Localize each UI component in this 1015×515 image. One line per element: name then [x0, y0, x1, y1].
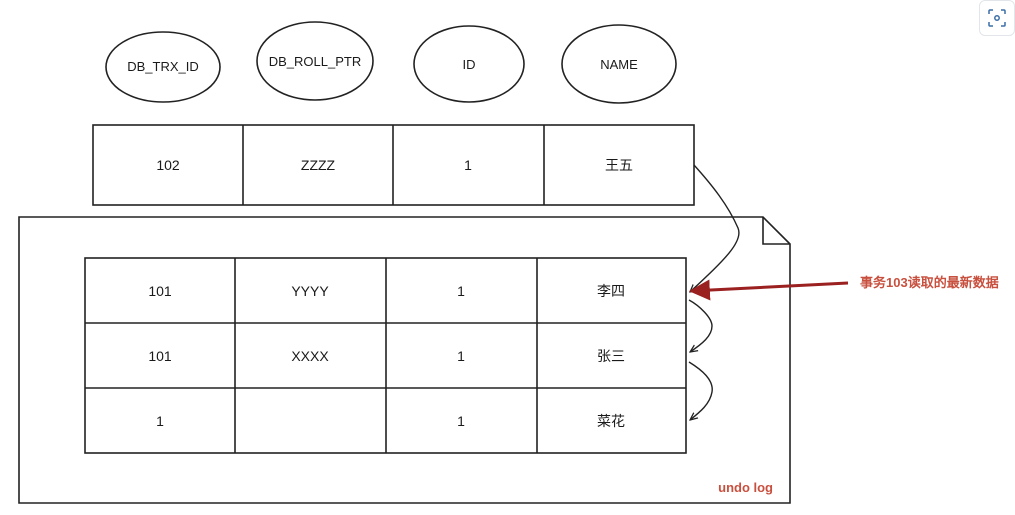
roll-pointer-arrow-3	[688, 361, 713, 420]
roll-pointer-arrow-2	[688, 299, 713, 352]
undo-cell-trx-id: 101	[148, 283, 172, 299]
undo-table: 101 YYYY 1 李四 101 XXXX 1 张三 1 1 菜花	[84, 257, 687, 454]
current-cell-name: 王五	[605, 157, 633, 173]
focus-scan-icon[interactable]	[979, 0, 1015, 36]
undo-cell-id: 1	[457, 348, 465, 364]
undo-cell-name: 菜花	[597, 413, 625, 429]
header-fields: DB_TRX_ID DB_ROLL_PTR ID NAME	[105, 21, 677, 104]
undo-cell-id: 1	[457, 283, 465, 299]
undo-cell-name: 李四	[597, 283, 625, 299]
header-ellipse-id	[413, 25, 525, 103]
header-label-name: NAME	[600, 57, 638, 72]
current-cell-id: 1	[464, 157, 472, 173]
undo-log-label: undo log	[718, 480, 773, 495]
annotation-arrow	[688, 279, 849, 301]
current-cell-trx-id: 102	[156, 157, 180, 173]
annotation-label: 事务103读取的最新数据	[860, 275, 999, 290]
roll-pointer-chain	[688, 164, 740, 420]
current-cell-roll-ptr: ZZZZ	[301, 157, 336, 173]
table-row: 1 1 菜花	[156, 413, 625, 429]
table-row: 101 YYYY 1 李四	[148, 283, 625, 299]
undo-cell-trx-id: 101	[148, 348, 172, 364]
current-row: 102 ZZZZ 1 王五	[92, 124, 695, 206]
undo-cell-roll-ptr: YYYY	[291, 283, 329, 299]
undo-cell-trx-id: 1	[156, 413, 164, 429]
header-label-id: ID	[463, 57, 476, 72]
header-label-db-trx-id: DB_TRX_ID	[127, 59, 199, 74]
undo-cell-roll-ptr: XXXX	[291, 348, 329, 364]
undo-cell-name: 张三	[597, 348, 625, 364]
table-row: 101 XXXX 1 张三	[148, 348, 625, 364]
header-ellipse-db-trx-id	[105, 31, 221, 103]
header-ellipse-db-roll-ptr	[256, 21, 374, 101]
undo-cell-id: 1	[457, 413, 465, 429]
roll-pointer-arrow-1	[690, 164, 740, 292]
header-ellipse-name	[561, 24, 677, 104]
latest-read-annotation: 事务103读取的最新数据	[688, 275, 999, 301]
header-label-db-roll-ptr: DB_ROLL_PTR	[269, 54, 361, 69]
